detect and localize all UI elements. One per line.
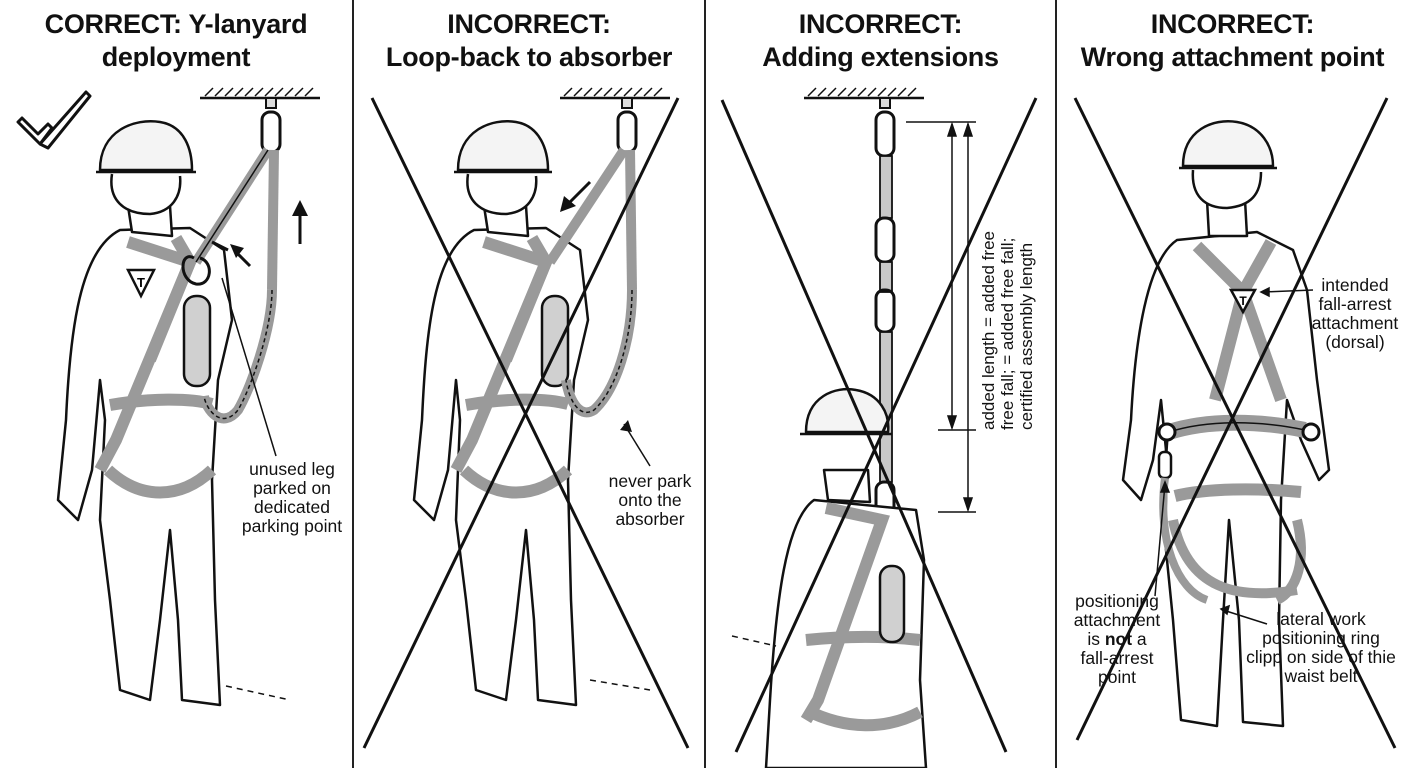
dimension-line: added length = added free bbox=[979, 231, 998, 430]
ceiling-anchor bbox=[560, 87, 670, 154]
x-cross-icon bbox=[1073, 97, 1397, 749]
triangle-t-badge-icon: T bbox=[125, 268, 157, 299]
label-line: clipp on side of thie bbox=[1246, 647, 1396, 667]
panel-incorrect-loop-back: INCORRECT: Loop-back to absorber bbox=[354, 0, 704, 768]
y-lanyard bbox=[545, 147, 637, 418]
svg-text:T: T bbox=[1239, 294, 1247, 308]
panel-incorrect-attachment: INCORRECT: Wrong attachment point bbox=[1057, 0, 1408, 768]
dimension-line: free fall; = added free fall; bbox=[998, 238, 1017, 430]
triangle-t-badge-icon: T bbox=[1228, 288, 1258, 315]
ground-shadow-line bbox=[589, 679, 651, 691]
label-text: a bbox=[1132, 629, 1147, 649]
panel-divider bbox=[1055, 0, 1057, 768]
label-line: dedicated bbox=[254, 497, 330, 517]
panel-title-line-2: Adding extensions bbox=[762, 42, 999, 72]
worker-figure bbox=[56, 120, 234, 707]
y-lanyard bbox=[181, 147, 279, 424]
harness-webbing bbox=[800, 502, 923, 732]
label-line: never park bbox=[608, 471, 692, 491]
panel-correct-y-lanyard: CORRECT: Y-lanyard deployment bbox=[0, 0, 352, 768]
panel-title: INCORRECT: Adding extensions bbox=[706, 8, 1055, 74]
label-line: positioning ring bbox=[1262, 628, 1380, 648]
panel-divider bbox=[704, 0, 706, 768]
ceiling-anchor bbox=[804, 87, 924, 109]
panel-title-line-1: CORRECT: Y-lanyard bbox=[44, 9, 308, 39]
ceiling-anchor bbox=[200, 87, 320, 154]
x-cross-icon bbox=[720, 97, 1038, 753]
lateral-ring-label: lateral work positioning ring clipp on s… bbox=[1241, 610, 1401, 686]
label-line: unused leg bbox=[249, 459, 335, 479]
dimension-line: certified assembly length bbox=[1017, 243, 1036, 430]
label-line: absorber bbox=[615, 509, 685, 529]
panel-title-line-1: INCORRECT: bbox=[447, 9, 611, 39]
harness-webbing bbox=[94, 234, 217, 499]
panel-divider bbox=[352, 0, 354, 768]
label-text: is bbox=[1087, 629, 1105, 649]
panel-title-line-1: INCORRECT: bbox=[798, 9, 963, 39]
check-mark-icon bbox=[16, 90, 92, 150]
label-line: intended bbox=[1321, 275, 1389, 295]
dimension-label: added length = added free free fall; = a… bbox=[979, 231, 1036, 430]
x-cross-icon bbox=[362, 97, 690, 749]
panel-2-illustration bbox=[362, 87, 690, 749]
parking-point-label: unused leg parked on dedicated parking p… bbox=[232, 460, 352, 536]
label-line: point bbox=[1098, 667, 1136, 687]
absorber-warning-label: never park onto the absorber bbox=[600, 472, 700, 529]
panel-3-illustration: added length = added free free fall; = a… bbox=[720, 87, 1038, 768]
panel-title: INCORRECT: Wrong attachment point bbox=[1057, 8, 1408, 74]
panel-title: INCORRECT: Loop-back to absorber bbox=[354, 8, 704, 74]
label-line: fall-arrest bbox=[1318, 294, 1392, 314]
label-emphasis: not bbox=[1104, 629, 1133, 649]
panel-1-illustration: T bbox=[16, 87, 320, 707]
panel-incorrect-extensions: INCORRECT: Adding extensions bbox=[706, 0, 1055, 768]
ground-shadow-line bbox=[225, 685, 291, 701]
harness-webbing bbox=[450, 234, 573, 499]
ground-shadow-line bbox=[731, 635, 777, 647]
label-line: lateral work bbox=[1276, 609, 1366, 629]
arrow-icon bbox=[560, 180, 592, 212]
label-line: parked on bbox=[253, 478, 331, 498]
arrow-icon bbox=[620, 420, 632, 432]
label-line: onto the bbox=[618, 490, 682, 510]
label-line: attachment bbox=[1073, 610, 1161, 630]
label-line: is not a bbox=[1059, 630, 1175, 649]
panel-title-line-2: Wrong attachment point bbox=[1080, 42, 1385, 72]
label-line: fall-arrest bbox=[1080, 648, 1154, 668]
label-leader-line bbox=[221, 277, 277, 457]
label-line: positioning bbox=[1075, 591, 1159, 611]
panel-title-line-2: deployment bbox=[101, 42, 251, 72]
intended-attachment-label: intended fall-arrest attachment (dorsal) bbox=[1303, 276, 1407, 352]
panel-title-line-2: Loop-back to absorber bbox=[385, 42, 673, 72]
panel-title: CORRECT: Y-lanyard deployment bbox=[0, 8, 352, 74]
label-line: waist belt bbox=[1284, 666, 1358, 686]
worker-figure bbox=[1121, 120, 1331, 728]
svg-text:T: T bbox=[137, 275, 145, 290]
label-line: (dorsal) bbox=[1325, 332, 1385, 352]
panel-4-illustration: T bbox=[1073, 97, 1397, 749]
arrow-icon bbox=[230, 244, 252, 268]
arrow-icon bbox=[292, 200, 308, 244]
positioning-attachment-label: positioning attachment is not a fall-arr… bbox=[1059, 592, 1175, 687]
arrow-icon bbox=[211, 240, 229, 252]
dimension-markers bbox=[906, 121, 976, 513]
label-line: parking point bbox=[241, 516, 343, 536]
label-line: attachment bbox=[1311, 313, 1399, 333]
panel-title-line-1: INCORRECT: bbox=[1150, 9, 1315, 39]
